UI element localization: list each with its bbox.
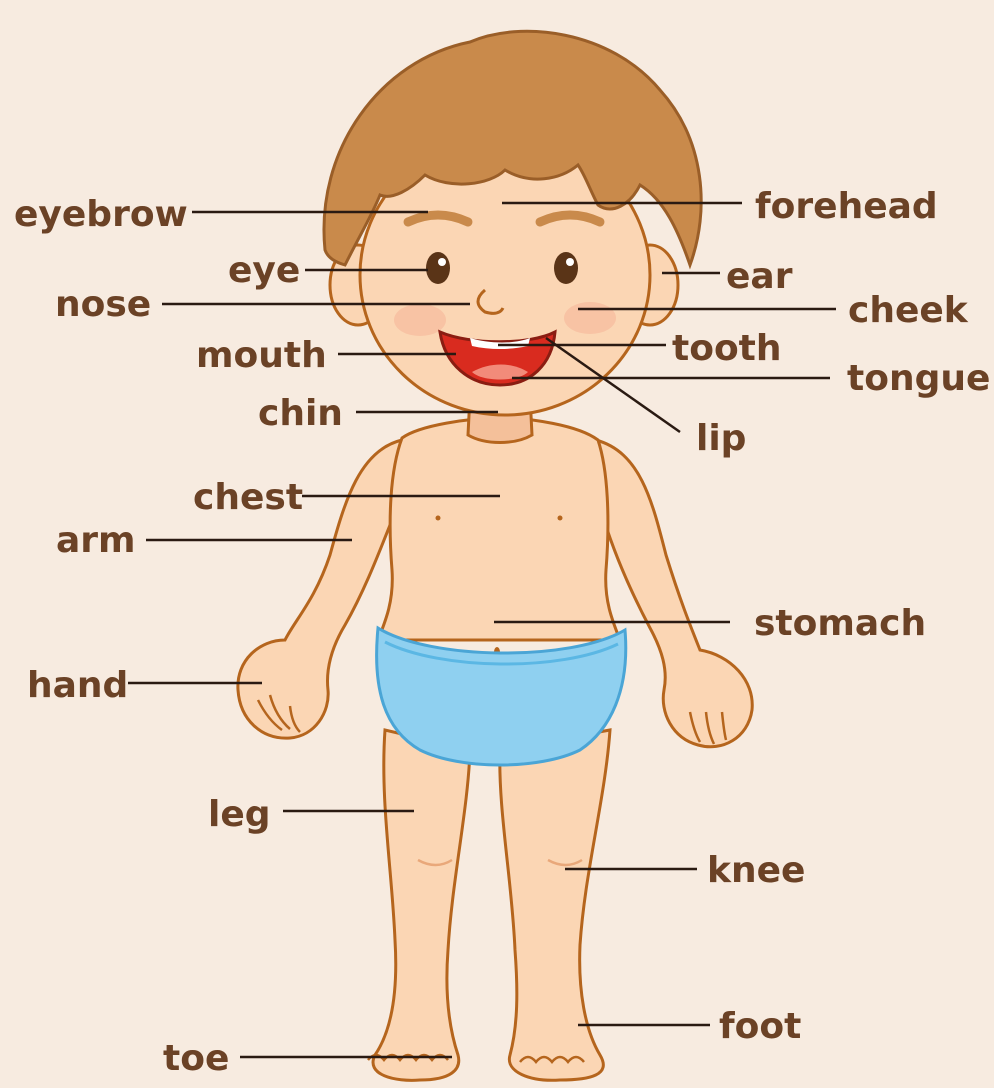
label-tongue: tongue <box>847 358 990 399</box>
label-chest: chest <box>193 477 303 518</box>
label-cheek: cheek <box>848 290 969 331</box>
eye-right-shape <box>554 252 578 284</box>
label-tooth: tooth <box>672 328 782 369</box>
label-stomach: stomach <box>754 603 926 644</box>
torso <box>378 418 620 640</box>
label-forehead: forehead <box>755 186 938 227</box>
diaper <box>377 628 626 765</box>
label-chin: chin <box>258 393 343 434</box>
label-ear: ear <box>726 256 793 297</box>
eye-left-shape <box>426 252 450 284</box>
label-foot: foot <box>719 1006 801 1047</box>
label-knee: knee <box>707 850 805 891</box>
label-leg: leg <box>208 794 271 835</box>
boy-illustration <box>238 31 752 1080</box>
label-lip: lip <box>696 418 746 459</box>
label-eyebrow: eyebrow <box>14 194 188 235</box>
legs <box>368 730 610 1080</box>
label-nose: nose <box>55 284 151 325</box>
label-eye: eye <box>228 250 300 291</box>
label-toe: toe <box>163 1038 229 1079</box>
label-hand: hand <box>27 665 128 706</box>
label-arm: arm <box>56 520 136 561</box>
label-mouth: mouth <box>196 335 327 376</box>
